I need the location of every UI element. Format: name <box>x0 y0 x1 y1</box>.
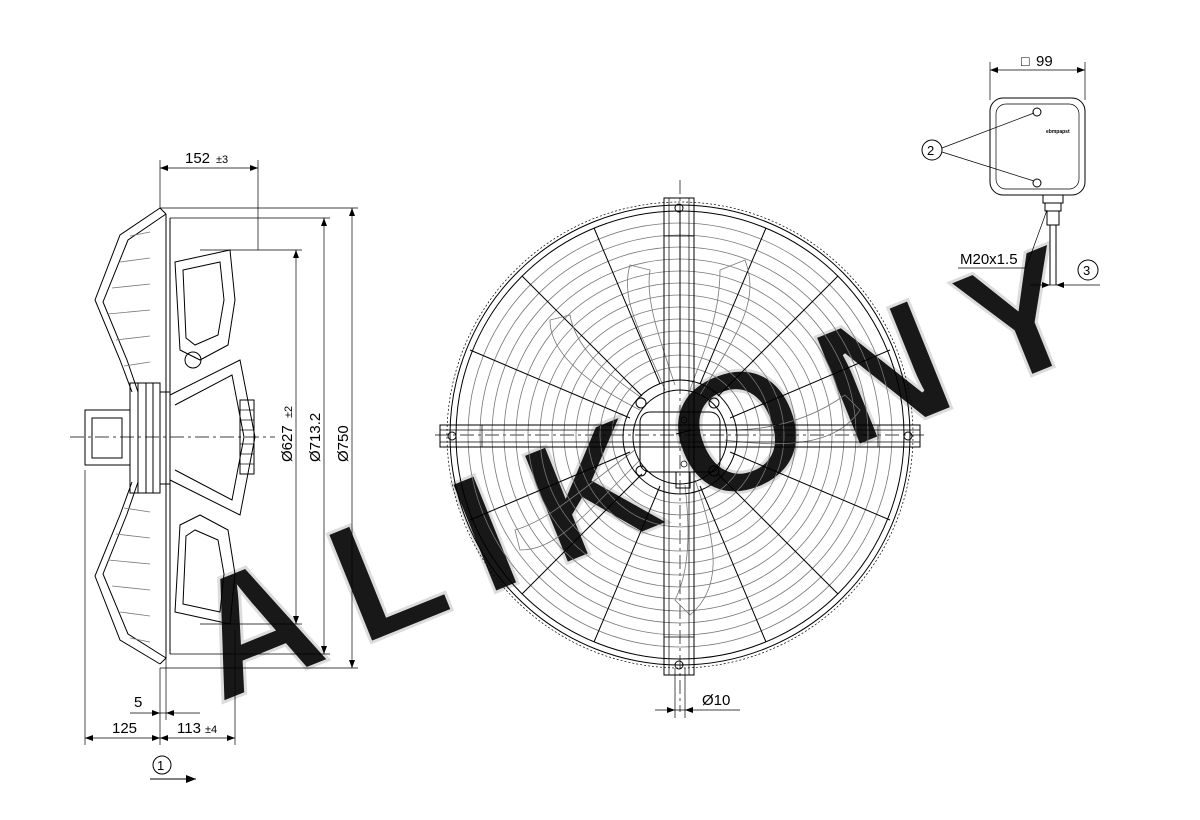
dim-hole: Ø10 <box>655 668 740 718</box>
thread-label: M20x1.5 <box>960 251 1018 268</box>
dim-d1-tol: ±2 <box>283 406 295 418</box>
screw-bottom-icon <box>1032 178 1042 188</box>
dim-bottom: 5 125 113 ±4 <box>84 470 236 745</box>
callout-screws: 2 <box>921 112 1035 182</box>
dim-depth-tol: ±3 <box>216 154 228 166</box>
terminal-box-body <box>989 97 1086 196</box>
callout-screws-number: 2 <box>927 143 934 158</box>
dim-small-label: 5 <box>134 694 142 711</box>
side-guard <box>94 207 171 665</box>
dim-box-width-label: 99 <box>1036 53 1053 70</box>
cable-gland <box>1042 194 1064 285</box>
front-hub <box>622 379 738 495</box>
front-view: Ø10 <box>435 180 925 718</box>
front-blades <box>514 259 861 616</box>
dim-right-label: 113 <box>177 720 201 737</box>
side-view: 152 ±3 Ø627 ±2 Ø713.2 <box>70 150 358 783</box>
terminal-box-detail: □ 99 ebmpapst 2 M20x1.5 <box>921 53 1100 288</box>
brand-mark: ebmpapst <box>1046 129 1070 135</box>
dim-box-square-symbol: □ <box>1021 53 1030 69</box>
dim-d3-label: Ø750 <box>335 425 352 462</box>
dim-left-label: 125 <box>112 720 137 737</box>
dim-d2-label: Ø713.2 <box>307 413 324 462</box>
dim-hole-label: Ø10 <box>702 692 730 709</box>
dim-right-tol: ±4 <box>205 724 217 736</box>
mounting-bar-vertical <box>663 197 695 676</box>
dim-diameters: Ø627 ±2 Ø713.2 Ø750 <box>160 207 358 669</box>
airflow-arrow-icon <box>186 775 196 783</box>
mounting-bar-horizontal <box>439 424 921 448</box>
motor-body <box>84 382 171 494</box>
front-guard-spokes <box>469 211 891 643</box>
screw-top-icon <box>1032 107 1042 117</box>
dim-depth: 152 ±3 <box>159 150 259 250</box>
dim-depth-label: 152 <box>185 150 210 167</box>
callout-cable-number: 3 <box>1083 263 1090 278</box>
dim-box-width: □ 99 <box>989 53 1086 100</box>
callout-airflow: 1 <box>150 755 196 783</box>
callout-airflow-number: 1 <box>157 758 164 773</box>
callout-cable: 3 <box>1030 259 1100 288</box>
dim-d1-label: Ø627 <box>279 425 296 462</box>
thread-spec: M20x1.5 <box>958 209 1048 269</box>
